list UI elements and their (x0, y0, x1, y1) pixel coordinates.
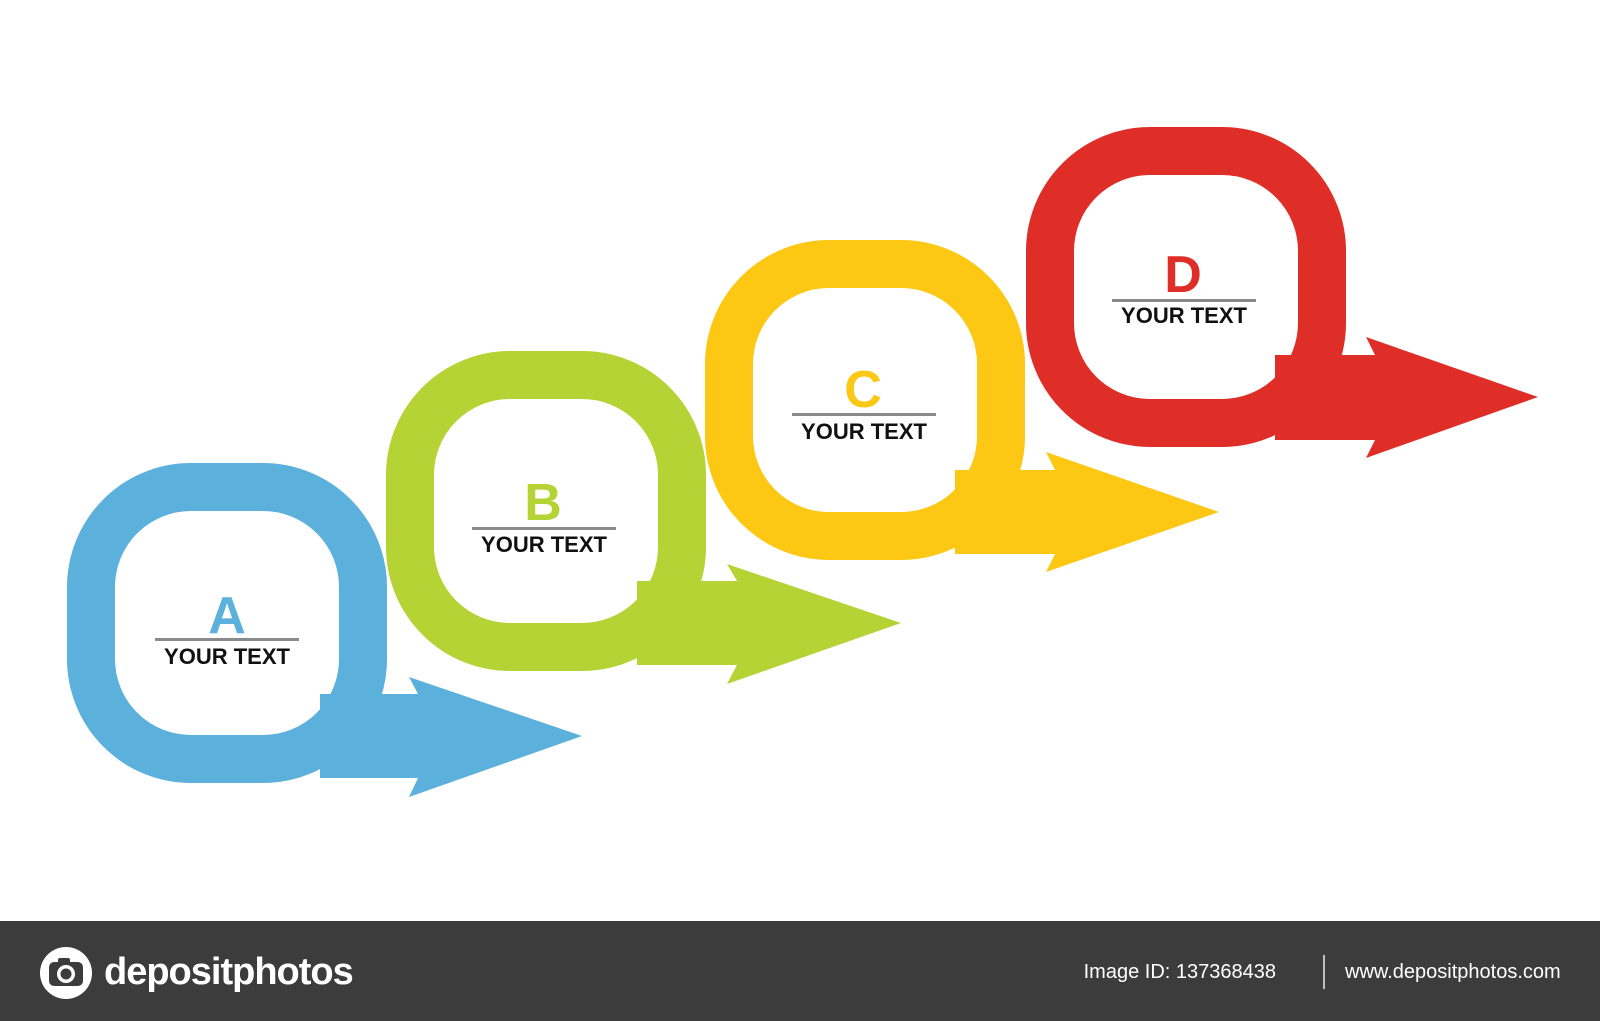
process-diagram: A YOUR TEXT B YOUR TEXT C YOUR TEXT D YO (67, 127, 1538, 797)
step-a-arrow (320, 677, 582, 797)
camera-logo-icon (40, 947, 92, 999)
step-d-ring (1026, 127, 1346, 447)
image-id-label: Image ID: 137368438 (1083, 961, 1276, 983)
step-a-letter: A (208, 587, 246, 645)
step-d-text: YOUR TEXT (1121, 303, 1247, 328)
step-d: D YOUR TEXT (1026, 127, 1538, 458)
step-d-letter: D (1164, 246, 1202, 304)
footer-bar: depositphotos Image ID: 137368438 www.de… (0, 921, 1600, 1021)
step-b: B YOUR TEXT (386, 351, 901, 684)
step-a-ring (67, 463, 387, 783)
step-b-ring (386, 351, 706, 671)
step-d-arrow (1275, 337, 1538, 458)
step-a-underline (155, 638, 299, 641)
footer-divider (1323, 955, 1325, 989)
step-b-arrow (637, 564, 901, 684)
step-c-arrow (955, 452, 1219, 572)
step-a: A YOUR TEXT (67, 463, 582, 797)
step-c-underline (792, 413, 936, 416)
step-b-text: YOUR TEXT (481, 532, 607, 557)
step-a-text: YOUR TEXT (164, 644, 290, 669)
step-c-letter: C (844, 361, 882, 419)
site-url-link[interactable]: www.depositphotos.com (1345, 961, 1561, 983)
step-d-underline (1112, 299, 1256, 302)
step-b-letter: B (524, 474, 562, 532)
step-c: C YOUR TEXT (705, 240, 1219, 572)
step-c-ring (705, 240, 1025, 560)
step-b-underline (472, 527, 616, 530)
diagram-canvas: A YOUR TEXT B YOUR TEXT C YOUR TEXT D YO (67, 127, 1538, 797)
step-c-text: YOUR TEXT (801, 419, 927, 444)
brand-name[interactable]: depositphotos (104, 951, 354, 993)
